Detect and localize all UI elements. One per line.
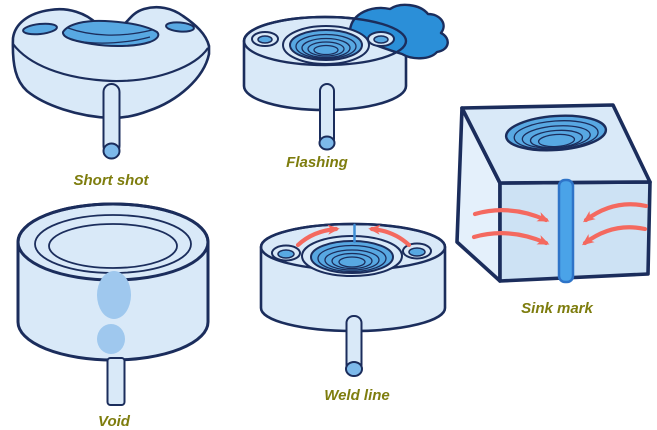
flow-arrow-left-lower [471,231,550,246]
void-cup-cavity [48,223,178,269]
weld-line-label: Weld line [324,387,390,404]
sprue-tip [318,135,336,151]
short-shot-left-slot [22,22,58,36]
thread-lines [295,33,357,60]
sprue-tip [102,142,121,160]
thread-lines [317,244,387,273]
flow-front-wave-line [75,36,151,44]
flashing-figure: Flashing [242,3,449,171]
weld-line-right-hole-bore [408,247,426,257]
flow-front-wave-line [67,27,153,36]
short-shot-unfilled-region [62,19,160,48]
short-shot-rim-line [12,43,209,83]
sink-mark-label: Sink mark [521,300,593,317]
void-bubble-small [97,324,125,354]
flow-arrow-right-lower [581,225,648,246]
flow-arrow-right-upper [582,202,649,223]
flow-arrow-left-upper [472,208,550,223]
sprue [106,357,126,406]
sink-mark-stripe [557,178,575,284]
flashing-label: Flashing [286,154,348,171]
short-shot-label: Short shot [74,172,150,189]
short-shot-body [11,5,211,120]
short-shot-figure: Short shot [11,5,211,189]
flashing-left-hole-bore [257,35,273,44]
flow-arrow-left [295,224,340,248]
cube-front-face [498,180,652,283]
sink-mark-figure: Sink mark [455,103,652,317]
void-bubble-large [97,271,131,319]
flow-arrow-right [368,224,412,248]
void-figure: Void [16,202,210,430]
cube-threaded-hole [504,114,608,152]
weld-line-figure: Weld line [259,222,447,404]
flashing-right-hole-bore [373,35,389,44]
sprue-tip [345,361,363,377]
weld-line-left-hole-bore [277,249,295,259]
void-label: Void [98,413,131,430]
flashing-top-rim [242,15,408,67]
short-shot-right-slot [165,21,195,33]
